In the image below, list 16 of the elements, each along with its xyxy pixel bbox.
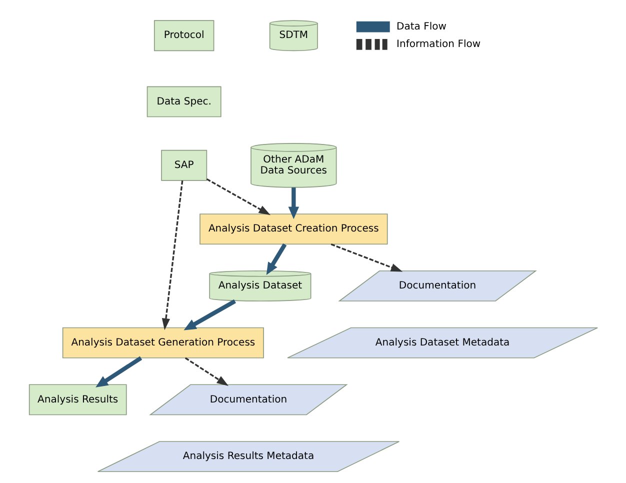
- legend-label: Information Flow: [396, 39, 480, 50]
- node-box: Analysis Dataset Generation Process: [62, 327, 264, 358]
- node-box: Data Spec.: [146, 86, 221, 118]
- node-box: Protocol: [153, 20, 214, 52]
- arrow: [206, 178, 270, 216]
- arrow: [184, 357, 228, 386]
- node-box: Analysis Results: [28, 384, 126, 416]
- arrow: [330, 243, 402, 272]
- arrow: [183, 299, 236, 330]
- node-box: Analysis Dataset Creation Process: [199, 214, 388, 245]
- arrow: [95, 356, 142, 388]
- arrow: [266, 243, 286, 275]
- node-box: SAP: [160, 150, 207, 181]
- arrow: [288, 188, 299, 220]
- arrow: [161, 180, 183, 330]
- legend-label: Data Flow: [396, 21, 446, 32]
